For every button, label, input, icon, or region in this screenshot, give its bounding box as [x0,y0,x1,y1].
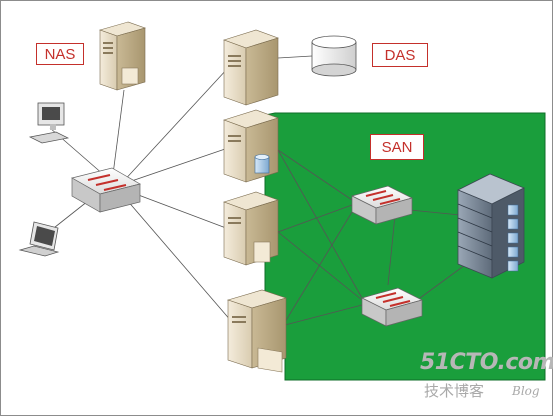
storage-array-icon [457,173,525,279]
desktop-computer-icon [28,102,70,144]
san-switch-1-icon [351,185,413,225]
san-server-3 [226,289,288,373]
server-das-host [223,29,279,106]
san-server-2 [223,191,279,266]
nas-label: NAS [36,43,84,65]
nas-server [99,21,146,91]
san-server-1 [223,109,279,183]
watermark-main-text: 51CTO.com [420,350,553,375]
san-switch-2-icon [361,287,423,327]
watermark: 51CTO.com 技术博客 Blog [420,350,553,412]
watermark-blog-text: Blog [512,384,540,398]
das-label: DAS [372,43,428,67]
laptop-icon [18,221,60,257]
das-storage-icon [311,35,357,77]
san-label: SAN [370,134,424,160]
watermark-sub-text: 技术博客 [424,382,485,400]
lan-switch-icon [71,167,141,213]
